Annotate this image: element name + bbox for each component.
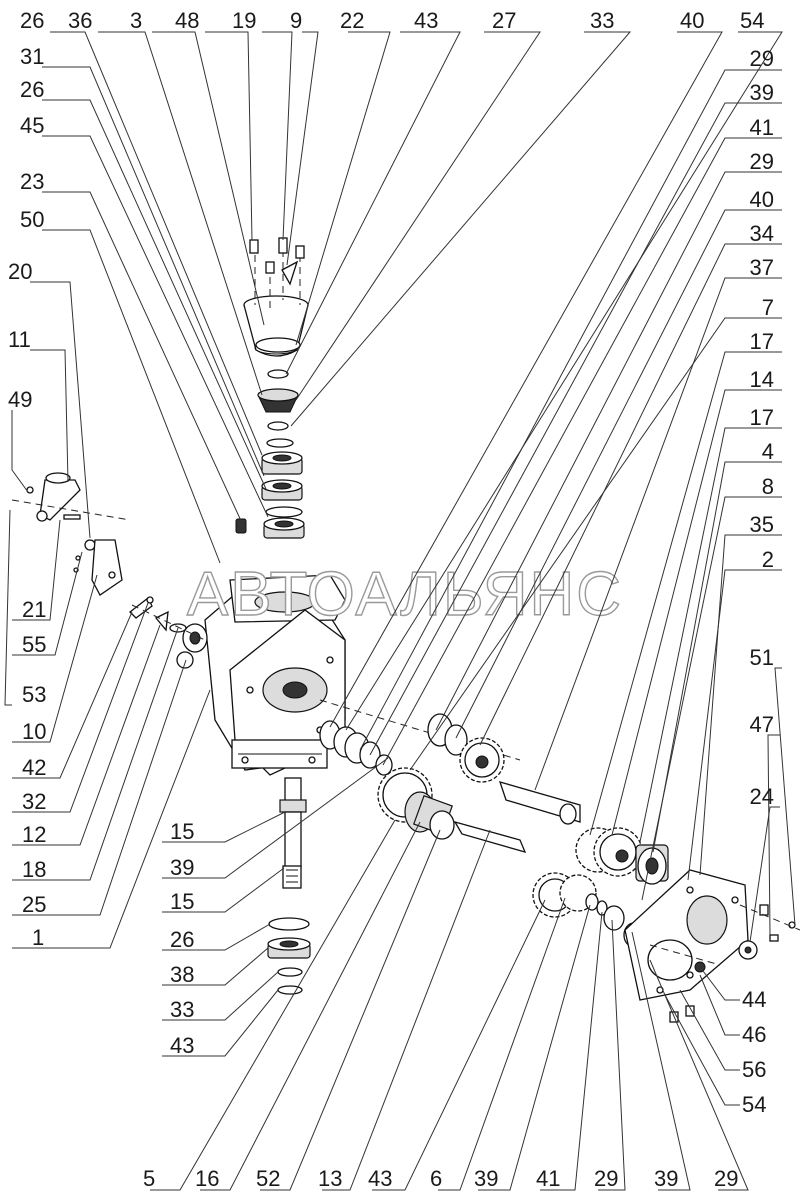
part-label: 26 — [20, 77, 44, 102]
part-label: 31 — [20, 44, 44, 69]
part-label: 10 — [22, 719, 46, 744]
side-cover — [624, 869, 801, 1023]
part-label: 14 — [750, 367, 774, 392]
part-label: 29 — [750, 46, 774, 71]
part-label: 39 — [474, 1166, 498, 1191]
part-label: 4 — [762, 439, 774, 464]
part-label: 39 — [654, 1166, 678, 1191]
part-label: 29 — [750, 149, 774, 174]
part-label: 40 — [750, 187, 774, 212]
washer — [267, 369, 289, 379]
part-label: 33 — [170, 997, 194, 1022]
part-label: 45 — [20, 113, 44, 138]
part-label: 6 — [430, 1166, 442, 1191]
part-label: 11 — [8, 327, 31, 352]
part-label: 18 — [22, 857, 46, 882]
part-label: 1 — [32, 925, 44, 950]
part-label: 50 — [20, 207, 44, 232]
part-label: 20 — [8, 259, 32, 284]
part-label: 44 — [742, 987, 766, 1012]
part-label: 42 — [22, 755, 46, 780]
part-label: 5 — [143, 1166, 155, 1191]
output-shaft — [279, 777, 307, 889]
middle-shaft-assembly — [319, 699, 581, 853]
part-label: 26 — [20, 8, 44, 33]
part-label: 43 — [368, 1166, 392, 1191]
part-label: 41 — [750, 115, 774, 140]
part-label: 17 — [750, 329, 774, 354]
bearing-middle — [261, 479, 303, 501]
part-label: 26 — [170, 927, 194, 952]
bearing-bottom — [267, 937, 311, 959]
part-label: 12 — [22, 822, 46, 847]
labels-left: 31 26 45 23 50 20 11 49 — [8, 44, 44, 412]
seal-lower — [268, 917, 310, 931]
seal-ring — [255, 337, 301, 353]
part-label: 3 — [130, 8, 142, 33]
part-label: 8 — [762, 474, 774, 499]
part-label: 40 — [680, 8, 704, 33]
bearing-lower — [263, 517, 305, 539]
labels-bottom: 5 16 52 13 43 6 39 41 29 39 29 — [143, 1166, 738, 1191]
washer — [266, 438, 294, 448]
part-label: 33 — [590, 8, 614, 33]
part-label: 15 — [170, 819, 194, 844]
part-label: 32 — [22, 789, 46, 814]
gearbox-housing — [204, 574, 346, 776]
part-label: 9 — [290, 8, 302, 33]
labels-lower-left: 21 55 53 10 42 32 12 18 25 1 — [22, 597, 46, 950]
leader-lines — [4, 31, 796, 1191]
part-label: 49 — [8, 387, 32, 412]
part-label: 54 — [742, 1092, 766, 1117]
labels-top: 26 36 3 48 19 9 22 43 27 33 40 54 — [20, 8, 764, 33]
part-label: 7 — [762, 295, 774, 320]
part-label: 47 — [750, 712, 774, 737]
part-label: 35 — [750, 512, 774, 537]
washer — [277, 967, 303, 977]
part-label: 41 — [536, 1166, 560, 1191]
part-label: 48 — [175, 8, 199, 33]
part-label: 23 — [20, 169, 44, 194]
part-label: 53 — [22, 682, 46, 707]
part-label: 38 — [170, 962, 194, 987]
part-label: 52 — [256, 1166, 280, 1191]
part-label: 17 — [750, 405, 774, 430]
labels-lower-right: 44 46 56 54 — [742, 987, 766, 1117]
labels-center: 15 39 15 26 38 33 43 — [170, 819, 194, 1058]
plug — [235, 518, 247, 534]
part-label: 37 — [750, 255, 774, 280]
part-label: 24 — [750, 784, 774, 809]
part-label: 27 — [492, 8, 516, 33]
part-label: 39 — [170, 855, 194, 880]
bevel-gear — [257, 388, 299, 413]
seal — [265, 506, 303, 518]
part-label: 19 — [232, 8, 256, 33]
part-label: 54 — [740, 8, 764, 33]
part-label: 21 — [22, 597, 46, 622]
part-label: 15 — [170, 889, 194, 914]
part-label: 25 — [22, 892, 46, 917]
part-label: 29 — [594, 1166, 618, 1191]
part-label: 46 — [742, 1022, 766, 1047]
part-label: 39 — [750, 80, 774, 105]
parts-drawing — [11, 237, 801, 1023]
part-label: 2 — [762, 547, 774, 572]
part-label: 29 — [714, 1166, 738, 1191]
part-label: 13 — [318, 1166, 342, 1191]
bearing-upper — [261, 451, 303, 475]
labels-right: 29 39 41 29 40 34 37 7 17 14 17 4 8 35 2… — [750, 46, 774, 809]
part-label: 36 — [68, 8, 92, 33]
part-label: 56 — [742, 1057, 766, 1082]
part-label: 22 — [340, 8, 364, 33]
part-label: 34 — [750, 221, 774, 246]
part-label: 43 — [170, 1033, 194, 1058]
part-label: 16 — [195, 1166, 219, 1191]
part-label: 51 — [750, 645, 774, 670]
part-label: 55 — [22, 632, 46, 657]
lever-assembly — [11, 472, 208, 669]
part-label: 43 — [414, 8, 438, 33]
washer — [267, 421, 289, 431]
